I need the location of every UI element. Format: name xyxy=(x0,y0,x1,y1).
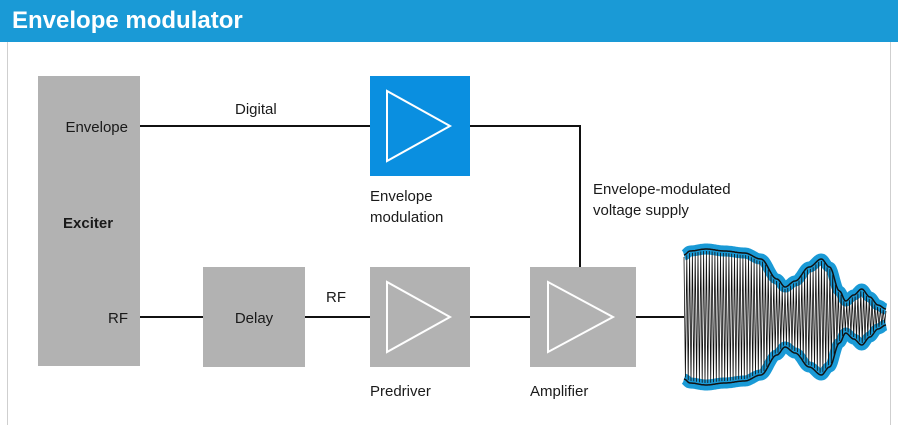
upper-envelope-line xyxy=(683,248,887,310)
delay-label: Delay xyxy=(235,310,274,327)
supply-line xyxy=(470,125,581,268)
exciter-block xyxy=(38,76,140,366)
figure-frame xyxy=(7,42,891,425)
envelope-modulation-label-line2: modulation xyxy=(370,209,443,226)
predriver-label: Predriver xyxy=(370,383,431,400)
amplifier-block xyxy=(530,267,636,367)
lower-envelope-line xyxy=(683,324,887,386)
delay-block xyxy=(203,267,305,367)
rf-carrier-waveform xyxy=(683,250,887,384)
envelope-modulation-block xyxy=(370,76,470,176)
amplifier-triangle-icon xyxy=(386,89,453,163)
amplifier-triangle-icon xyxy=(386,280,453,354)
exciter-envelope-port: Envelope xyxy=(65,119,128,136)
supply-label-line1: Envelope-modulated xyxy=(593,181,731,198)
amplifier-triangle-icon xyxy=(547,280,616,354)
signal-lines xyxy=(140,125,684,318)
digital-label: Digital xyxy=(235,101,277,118)
supply-label-line2: voltage supply xyxy=(593,202,689,219)
predriver-block xyxy=(370,267,470,367)
rf-label: RF xyxy=(326,289,346,306)
exciter-rf-port: RF xyxy=(108,310,128,327)
page-title: Envelope modulator xyxy=(12,7,243,34)
envelope-modulated-rf-signal xyxy=(679,243,891,391)
exciter-label: Exciter xyxy=(63,215,113,232)
header-bar: Envelope modulator xyxy=(0,0,898,42)
envelope-modulation-label-line1: Envelope xyxy=(370,188,433,205)
amplifier-label: Amplifier xyxy=(530,383,588,400)
